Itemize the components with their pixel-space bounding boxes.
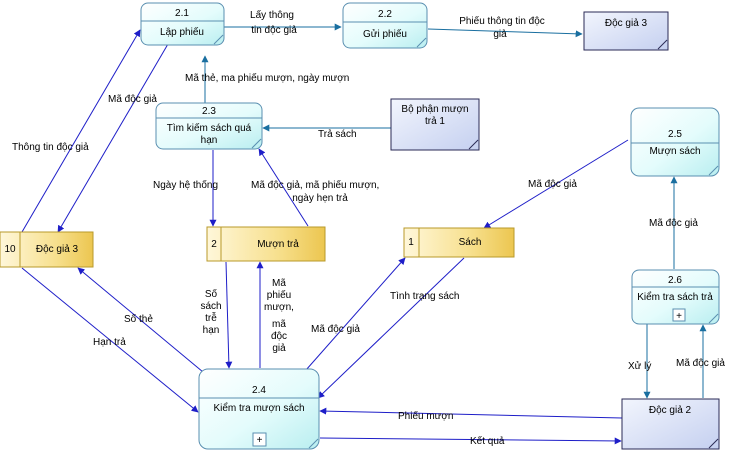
flow-label: Mã độc giả <box>676 358 725 369</box>
entity-doc-gia-2[interactable]: Độc giả 2 <box>621 398 720 450</box>
process-id: 2.1 <box>175 8 189 19</box>
store-sach[interactable]: 1 Sách <box>403 227 515 258</box>
flow-label: trễ <box>205 311 217 324</box>
process-name: Kiểm tra mượn sách <box>213 402 304 414</box>
store-name: Mượn trả <box>257 239 299 250</box>
store-name: Sách <box>459 237 482 248</box>
process-id: 2.6 <box>668 275 682 286</box>
flow-label: Mã độc giả, mã phiếu mượn, <box>251 179 379 191</box>
flow-label: độc <box>271 331 287 342</box>
process-2-1[interactable]: 2.1 Lập phiếu <box>140 2 225 46</box>
process-name-line2: hạn <box>201 135 218 146</box>
flow-label: Tình trạng sách <box>390 291 459 302</box>
entity-bo-phan-muon-tra[interactable]: Bộ phận mượn trả 1 <box>390 98 480 151</box>
flow-ket-qua <box>319 437 622 445</box>
svg-text:+: + <box>676 311 682 322</box>
flow-label: Mã <box>272 278 286 289</box>
flow-label: mượn, <box>264 302 294 313</box>
flow-label: tin độc giả <box>251 25 297 36</box>
flow-tinh-trang-sach <box>317 257 465 399</box>
flow-label: sách <box>200 301 221 312</box>
process-id: 2.5 <box>668 129 682 140</box>
process-id: 2.3 <box>202 106 216 117</box>
expand-icon[interactable]: + <box>252 432 267 447</box>
store-number: 2 <box>211 239 217 250</box>
flow-thong-tin-doc-gia <box>21 29 141 233</box>
flow-so-sach-tre-han <box>225 261 233 369</box>
flow-label: Mã độc giả <box>649 218 698 229</box>
store-doc-gia-3[interactable]: 10 Độc giả 3 <box>0 231 94 268</box>
flow-label: Thông tin độc giả <box>12 142 89 153</box>
flow-han-tra <box>21 267 199 413</box>
flow-label: Phiếu thông tin độc <box>459 15 545 27</box>
flow-ma-doc-gia-sach <box>305 257 406 371</box>
process-2-2[interactable]: 2.2 Gửi phiếu <box>342 2 428 49</box>
flow-label: Mã độc giả <box>311 324 360 335</box>
flow-label: Mã độc giả <box>108 94 157 105</box>
flow-label: hạn <box>203 325 220 336</box>
flow-ma-dg-phieu-hen <box>258 148 309 227</box>
process-2-5[interactable]: 2.5 Mượn sách <box>630 107 720 177</box>
flow-label: Số <box>205 288 218 300</box>
entity-name: Độc giả 2 <box>649 405 692 416</box>
flow-label: Hạn trả <box>93 337 126 348</box>
store-muon-tra[interactable]: 2 Mượn trả <box>206 226 326 262</box>
process-2-4[interactable]: 2.4 Kiểm tra mượn sách + <box>198 368 320 450</box>
flow-so-the <box>77 267 204 373</box>
process-id: 2.2 <box>378 9 392 20</box>
svg-text:+: + <box>257 435 263 446</box>
flow-label: giả <box>493 29 507 40</box>
flow-ma-doc-gia-left <box>57 43 169 233</box>
store-name: Độc giả 3 <box>36 244 79 255</box>
flow-label: Phiếu mượn <box>398 410 454 422</box>
flow-ma-doc-gia-25 <box>483 139 629 229</box>
flow-labels: Lấy thông tin độc giả Phiếu thông tin độ… <box>12 9 725 447</box>
flow-label: Mã độc giả <box>528 179 577 190</box>
store-number: 1 <box>408 237 414 248</box>
process-id: 2.4 <box>252 385 266 396</box>
flow-label: Số thẻ <box>124 313 153 325</box>
flow-label: mã <box>272 319 286 330</box>
flow-label: Mã thẻ, ma phiếu mượn, ngày mượn <box>185 72 349 84</box>
flow-label: giả <box>272 343 286 354</box>
expand-icon[interactable]: + <box>672 308 686 322</box>
flow-label: phiếu <box>267 289 291 301</box>
entity-doc-gia-3-top[interactable]: Độc giả 3 <box>583 11 669 51</box>
entity-name: Độc giả 3 <box>605 18 648 29</box>
entity-name-line1: Bộ phận mượn <box>401 104 468 115</box>
flow-phieu-muon <box>319 407 623 419</box>
flow-label: Trả sách <box>318 129 357 140</box>
process-2-3[interactable]: 2.3 Tìm kiếm sách quá hạn <box>155 102 263 150</box>
process-2-6[interactable]: 2.6 Kiểm tra sách trả + <box>631 269 720 325</box>
flow-label: Lấy thông <box>250 9 294 21</box>
process-name: Kiểm tra sách trả <box>637 291 713 303</box>
flow-phieu-thong-tin <box>427 28 583 38</box>
store-number: 10 <box>4 244 16 255</box>
flow-label: Kết quả <box>470 435 505 447</box>
process-name: Gửi phiếu <box>363 28 407 40</box>
flow-label: Ngày hệ thống <box>153 179 218 191</box>
process-name-line1: Tìm kiếm sách quá <box>167 122 252 134</box>
flow-label: Xử lý <box>628 360 651 372</box>
entity-name-line2: trả 1 <box>425 116 445 127</box>
flow-lines <box>21 23 707 445</box>
process-name: Mượn sách <box>649 146 700 157</box>
process-name: Lập phiếu <box>160 26 204 38</box>
flow-label: ngày hẹn trả <box>292 193 348 204</box>
